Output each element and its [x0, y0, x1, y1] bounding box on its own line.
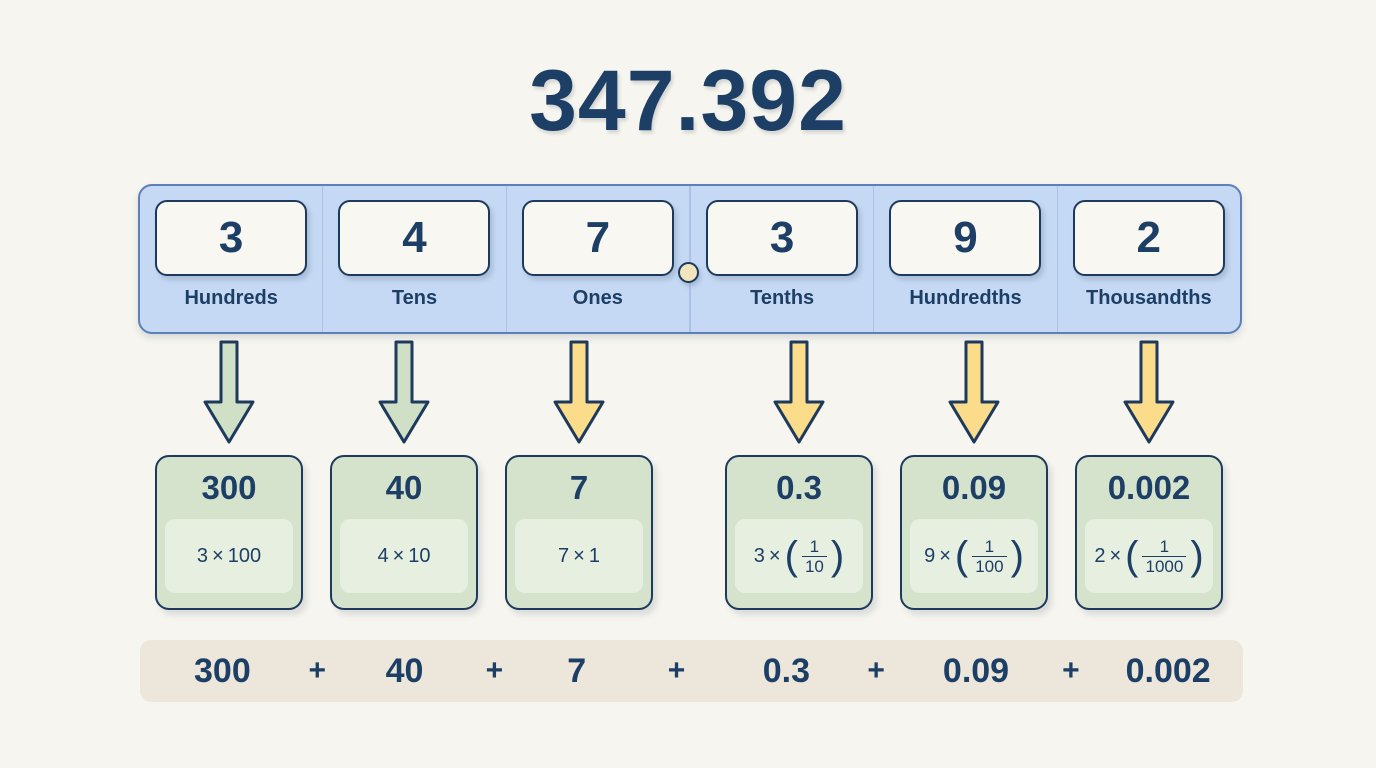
- fraction-numerator: 1: [809, 536, 820, 556]
- fraction-denominator: 10: [801, 555, 827, 575]
- sum-operator-4: +: [867, 654, 885, 687]
- arrow-down-hundreds: [203, 340, 255, 444]
- sum-operator-1: +: [308, 654, 326, 687]
- fraction-denominator: 1000: [1142, 555, 1187, 575]
- place-value-chart: 3 Hundreds 4 Tens 7 Ones 3 Tenths 9 Hund…: [138, 184, 1242, 334]
- expression-factor: 3: [196, 544, 209, 567]
- arrow-down-hundredths: [948, 340, 1000, 444]
- place-label-hundreds: Hundreds: [184, 287, 278, 309]
- value-card-amount: 300: [201, 469, 257, 506]
- place-value-column-tens: 4 Tens: [323, 186, 507, 332]
- expression-factor: 2: [1094, 544, 1106, 567]
- digit-box-tenths: 3: [706, 200, 859, 276]
- multiply-sign-icon: ×: [939, 544, 951, 567]
- place-value-column-hundreds: 3 Hundreds: [140, 186, 324, 332]
- fraction-one-thousandth: 1 1000: [1142, 536, 1187, 575]
- value-card-tens: 40 4 × 10: [330, 455, 478, 610]
- paren-close: ): [830, 534, 845, 578]
- sum-operator-5: +: [1062, 654, 1080, 687]
- expanded-form-sum-bar: 300 + 40 + 7 + 0.3 + 0.09 + 0.002: [140, 640, 1243, 702]
- sum-term-tens: 40: [385, 651, 424, 690]
- value-card-hundredths: 0.09 9 × ( 1 100 ): [900, 455, 1048, 610]
- place-label-thousandths: Thousandths: [1086, 287, 1212, 309]
- paren-close: ): [1010, 534, 1024, 578]
- fraction-denominator: 100: [972, 555, 1007, 575]
- value-card-expression: 3 × 100: [165, 519, 293, 593]
- arrow-down-ones: [553, 340, 605, 444]
- paren-close: ): [1190, 534, 1204, 578]
- paren-open: (: [784, 534, 798, 578]
- expression-factor: 4: [377, 544, 389, 567]
- paren-open: (: [1125, 534, 1139, 578]
- arrow-down-thousandths: [1123, 340, 1175, 444]
- fraction-one-hundredth: 1 100: [972, 536, 1007, 575]
- multiply-sign-icon: ×: [392, 544, 405, 567]
- value-card-expression: 9 × ( 1 100 ): [910, 519, 1038, 593]
- value-card-amount: 0.09: [941, 469, 1007, 506]
- place-label-hundredths: Hundredths: [909, 287, 1022, 309]
- arrow-down-tenths: [773, 340, 825, 444]
- value-card-thousandths: 0.002 2 × ( 1 1000 ): [1075, 455, 1223, 610]
- multiply-sign-icon: ×: [573, 544, 585, 567]
- sum-term-hundreds: 300: [194, 651, 251, 690]
- fraction-numerator: 1: [1159, 536, 1170, 556]
- value-card-expression: 2 × ( 1 1000 ): [1085, 519, 1213, 593]
- sum-operator-2: +: [485, 654, 504, 687]
- sum-term-ones: 7: [567, 651, 587, 690]
- place-label-ones: Ones: [572, 287, 623, 309]
- sum-operator-3: +: [667, 654, 686, 687]
- value-card-amount: 0.3: [776, 469, 822, 506]
- value-card-amount: 40: [385, 469, 423, 506]
- expression-factor: 3: [753, 544, 765, 567]
- value-card-expression: 4 × 10: [340, 519, 468, 593]
- multiply-sign-icon: ×: [768, 544, 781, 567]
- value-card-expression: 3 × ( 1 10 ): [735, 519, 863, 593]
- value-card-amount: 7: [569, 469, 589, 506]
- multiply-sign-icon: ×: [1109, 544, 1122, 567]
- place-label-tenths: Tenths: [750, 287, 815, 309]
- value-card-ones: 7 7 × 1: [505, 455, 653, 610]
- arrow-down-tens: [378, 340, 430, 444]
- value-card-tenths: 0.3 3 × ( 1 10 ): [725, 455, 873, 610]
- expression-factor: 7: [558, 544, 570, 567]
- paren-open: (: [954, 534, 969, 578]
- digit-box-hundreds: 3: [155, 200, 308, 276]
- digit-box-thousandths: 2: [1072, 200, 1225, 276]
- expression-multiplier: 100: [227, 544, 262, 567]
- place-value-column-ones: 7 Ones: [507, 186, 690, 332]
- decimal-point-marker: [678, 262, 699, 283]
- value-card-amount: 0.002: [1107, 469, 1191, 506]
- fraction-numerator: 1: [984, 536, 995, 556]
- value-card-hundreds: 300 3 × 100: [155, 455, 303, 610]
- page-title: 347.392: [529, 53, 847, 149]
- expression-multiplier: 1: [588, 544, 600, 567]
- fraction-one-tenth: 1 10: [801, 536, 827, 575]
- expression-multiplier: 10: [408, 544, 431, 567]
- digit-box-ones: 7: [521, 200, 674, 276]
- sum-term-tenths: 0.3: [762, 651, 810, 690]
- multiply-sign-icon: ×: [212, 544, 224, 567]
- value-card-expression: 7 × 1: [515, 519, 643, 593]
- expression-factor: 9: [924, 544, 936, 567]
- place-value-column-hundredths: 9 Hundredths: [874, 186, 1058, 332]
- sum-term-hundredths: 0.09: [942, 651, 1010, 690]
- place-value-column-tenths: 3 Tenths: [689, 186, 875, 332]
- sum-term-thousandths: 0.002: [1125, 651, 1211, 690]
- place-value-column-thousandths: 2 Thousandths: [1058, 186, 1240, 332]
- digit-box-tens: 4: [338, 200, 491, 276]
- place-label-tens: Tens: [391, 287, 438, 309]
- digit-box-hundredths: 9: [889, 200, 1042, 276]
